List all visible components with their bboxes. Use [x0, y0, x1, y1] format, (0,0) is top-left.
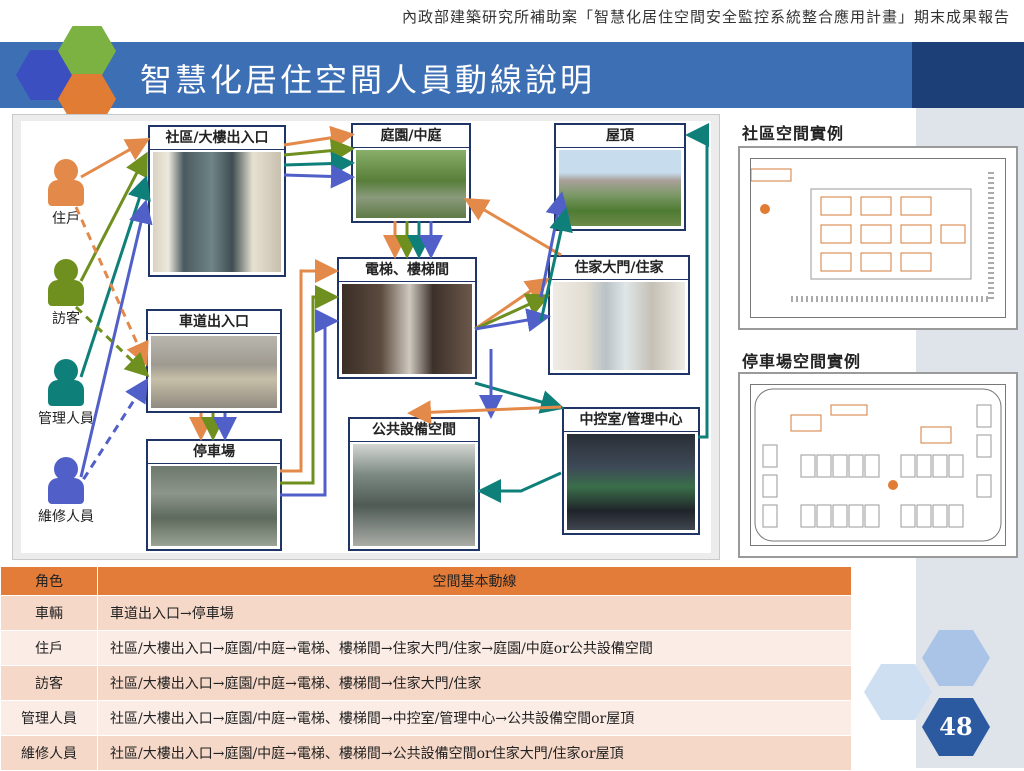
community-plan — [738, 146, 1018, 330]
parking-plan — [738, 372, 1018, 558]
box-parking-label: 停車場 — [148, 441, 280, 464]
table-cell-role: 訪客 — [0, 665, 98, 701]
table-row: 住戶 社區/大樓出入口→庭園/中庭→電梯、樓梯間→住家大門/住家→庭園/中庭or… — [0, 630, 852, 666]
title-band — [0, 42, 1024, 108]
roof-photo — [559, 150, 681, 226]
community-floorplan-drawing — [750, 168, 994, 302]
community-plan-drawing — [750, 158, 1006, 318]
box-control: 中控室/管理中心 — [562, 407, 700, 535]
box-elevator: 電梯、樓梯間 — [337, 257, 477, 379]
box-roof-label: 屋頂 — [556, 125, 684, 148]
role-label: 住戶 — [52, 211, 80, 227]
table-row: 維修人員 社區/大樓出入口→庭園/中庭→電梯、樓梯間→公共設備空間or住家大門/… — [0, 735, 852, 771]
page-number: 48 — [939, 712, 973, 741]
title-band-accent — [912, 42, 1024, 108]
role-visitor: 訪客 — [31, 259, 101, 328]
box-garden: 庭園/中庭 — [351, 123, 471, 223]
table-cell-role: 車輛 — [0, 595, 98, 631]
road-photo — [151, 336, 277, 408]
table-cell-flow: 車道出入口→停車場 — [97, 595, 852, 631]
table-header-role: 角色 — [0, 566, 98, 596]
role-label: 訪客 — [52, 311, 80, 327]
parking-plan-title: 停車場空間實例 — [742, 352, 862, 371]
table-cell-flow: 社區/大樓出入口→庭園/中庭→電梯、樓梯間→住家大門/住家 — [97, 665, 852, 701]
control-photo — [567, 434, 695, 530]
box-elevator-label: 電梯、樓梯間 — [339, 259, 475, 282]
box-garden-label: 庭園/中庭 — [353, 125, 469, 148]
box-door: 住家大門/住家 — [548, 255, 690, 375]
box-entrance: 社區/大樓出入口 — [148, 125, 286, 277]
box-door-label: 住家大門/住家 — [550, 257, 688, 280]
box-parking: 停車場 — [146, 439, 282, 551]
table-cell-role: 管理人員 — [0, 700, 98, 736]
resident-icon — [54, 159, 78, 183]
table-cell-flow: 社區/大樓出入口→庭園/中庭→電梯、樓梯間→中控室/管理中心→公共設備空間or屋… — [97, 700, 852, 736]
movement-table: 角色 空間基本動線 車輛 車道出入口→停車場 住戶 社區/大樓出入口→庭園/中庭… — [0, 566, 852, 771]
table-row: 訪客 社區/大樓出入口→庭園/中庭→電梯、樓梯間→住家大門/住家 — [0, 665, 852, 701]
table-cell-flow: 社區/大樓出入口→庭園/中庭→電梯、樓梯間→住家大門/住家→庭園/中庭or公共設… — [97, 630, 852, 666]
table-row: 車輛 車道出入口→停車場 — [0, 595, 852, 631]
garden-photo — [356, 150, 466, 218]
box-roof: 屋頂 — [554, 123, 686, 231]
flow-diagram-canvas: 住戶 訪客 管理人員 維修人員 社區/大樓出入口 庭園/中庭 屋頂 — [21, 121, 711, 553]
community-plan-title: 社區空間實例 — [742, 124, 845, 143]
table-cell-flow: 社區/大樓出入口→庭園/中庭→電梯、樓梯間→公共設備空間or住家大門/住家or屋… — [97, 735, 852, 771]
box-road: 車道出入口 — [146, 309, 282, 413]
role-label: 維修人員 — [38, 509, 94, 525]
role-maintenance: 維修人員 — [31, 457, 101, 526]
maintenance-body — [48, 478, 84, 504]
parking-photo — [151, 466, 277, 546]
public-photo — [353, 444, 475, 546]
flow-diagram: 住戶 訪客 管理人員 維修人員 社區/大樓出入口 庭園/中庭 屋頂 — [12, 114, 720, 560]
report-caption: 內政部建築研究所補助案「智慧化居住空間安全監控系統整合應用計畫」期末成果報告 — [401, 8, 1010, 26]
role-label: 管理人員 — [38, 411, 94, 427]
box-public: 公共設備空間 — [348, 417, 480, 551]
box-road-label: 車道出入口 — [148, 311, 280, 334]
manager-icon — [54, 359, 78, 383]
parking-floorplan-drawing — [754, 388, 1002, 542]
slide-title: 智慧化居住空間人員動線說明 — [140, 61, 596, 99]
table-row: 管理人員 社區/大樓出入口→庭園/中庭→電梯、樓梯間→中控室/管理中心→公共設備… — [0, 700, 852, 736]
parking-plan-drawing — [750, 384, 1006, 546]
visitor-body — [48, 280, 84, 306]
table-cell-role: 住戶 — [0, 630, 98, 666]
role-resident: 住戶 — [31, 159, 101, 228]
role-manager: 管理人員 — [31, 359, 101, 428]
visitor-icon — [54, 259, 78, 283]
elevator-photo — [342, 284, 472, 374]
maintenance-icon — [54, 457, 78, 481]
table-header-flow: 空間基本動線 — [97, 566, 852, 596]
box-control-label: 中控室/管理中心 — [564, 409, 698, 432]
entrance-photo — [153, 152, 281, 272]
resident-body — [48, 180, 84, 206]
box-public-label: 公共設備空間 — [350, 419, 478, 442]
door-photo — [553, 282, 685, 370]
manager-body — [48, 380, 84, 406]
table-cell-role: 維修人員 — [0, 735, 98, 771]
box-entrance-label: 社區/大樓出入口 — [150, 127, 284, 150]
